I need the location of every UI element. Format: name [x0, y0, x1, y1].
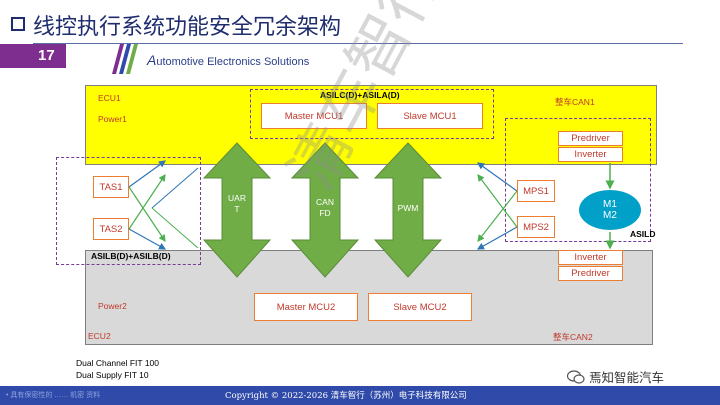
motor-group-boundary — [505, 118, 651, 242]
wechat-icon — [567, 369, 585, 384]
mps1-to-ecu2-line — [477, 190, 518, 242]
can1-label: 整车CAN1 — [555, 97, 595, 107]
asild-label: ASILD — [630, 229, 656, 239]
footer-copyright: Copyright © 2022-2026 清车智行（苏州）电子科技有限公司 — [225, 391, 467, 401]
motor-m1-label: M1 — [603, 199, 617, 210]
tas1-to-ecu2-line — [128, 186, 166, 242]
tas2-to-ecu1-line — [128, 174, 166, 230]
motor-circle: M1 M2 — [579, 190, 641, 230]
master-mcu2-box: Master MCU2 — [254, 293, 358, 321]
uart-label-line1: UAR — [228, 193, 246, 203]
canfd-label-line2: FD — [319, 208, 331, 218]
footer-bar — [0, 386, 720, 405]
tas-bus-line-a — [151, 167, 199, 209]
motor-m2-label: M2 — [603, 210, 617, 221]
power1-label: Power1 — [98, 114, 127, 124]
canfd-label-line1: CAN — [316, 197, 334, 207]
tas-asil-label: ASILB(D)+ASILB(D) — [91, 251, 171, 261]
canfd-double-arrow — [290, 142, 360, 278]
tas-bus-line-b — [151, 207, 199, 249]
predriver-bottom-box: Predriver — [558, 266, 623, 281]
tas-group-boundary — [56, 157, 201, 265]
master-mcu1-box: Master MCU1 — [261, 103, 367, 129]
ecu2-label: ECU2 — [88, 331, 111, 341]
mps2-to-ecu2-line — [476, 226, 518, 250]
mps2-box: MPS2 — [517, 216, 555, 238]
page-number-badge — [0, 44, 66, 68]
ecu1-asil-label: ASILC(D)+ASILA(D) — [320, 90, 400, 100]
wechat-account-name: 焉知智能汽车 — [589, 370, 665, 385]
page-title: 线控执行系统功能安全冗余架构 — [33, 15, 342, 40]
company-initial: A — [147, 52, 157, 68]
predriver-top-box: Predriver — [558, 131, 623, 146]
page-number: 17 — [38, 47, 55, 64]
mps1-to-ecu1-line — [477, 162, 518, 192]
mps1-box: MPS1 — [517, 180, 555, 202]
title-divider — [33, 43, 683, 44]
footer-confidential: • 具有保密性的 …… 机密 资料 — [6, 392, 101, 399]
can2-label: 整车CAN2 — [553, 332, 593, 342]
ecu1-label: ECU1 — [98, 93, 121, 103]
company-name: Automotive Electronics Solutions — [147, 52, 309, 68]
title-bullet-icon — [11, 17, 25, 31]
mcu1-group-boundary — [250, 89, 494, 139]
tas1-to-ecu1-line — [128, 160, 166, 188]
tas2-box: TAS2 — [93, 218, 129, 240]
tas1-box: TAS1 — [93, 176, 129, 198]
brand-stripes-icon — [112, 44, 138, 74]
inverter-top-box: Inverter — [558, 147, 623, 162]
tas2-to-ecu2-line — [128, 228, 167, 250]
fit-note-line1: Dual Channel FIT 100 — [76, 358, 160, 368]
slave-mcu1-box: Slave MCU1 — [377, 103, 483, 129]
uart-label-line2: T — [234, 204, 240, 214]
ecu1-box — [85, 85, 657, 165]
fit-note-line2: Dual Supply FIT 10 — [76, 370, 149, 380]
pwm-label: PWM — [397, 203, 419, 213]
inverter-bottom-box: Inverter — [558, 250, 623, 265]
slave-mcu2-box: Slave MCU2 — [368, 293, 472, 321]
mps2-to-ecu1-line — [477, 174, 518, 228]
wechat-account: 焉知智能汽车 — [567, 367, 664, 386]
uart-double-arrow — [202, 142, 272, 278]
pwm-double-arrow — [373, 142, 443, 278]
power2-label: Power2 — [98, 301, 127, 311]
company-name-rest: utomotive Electronics Solutions — [156, 56, 310, 68]
